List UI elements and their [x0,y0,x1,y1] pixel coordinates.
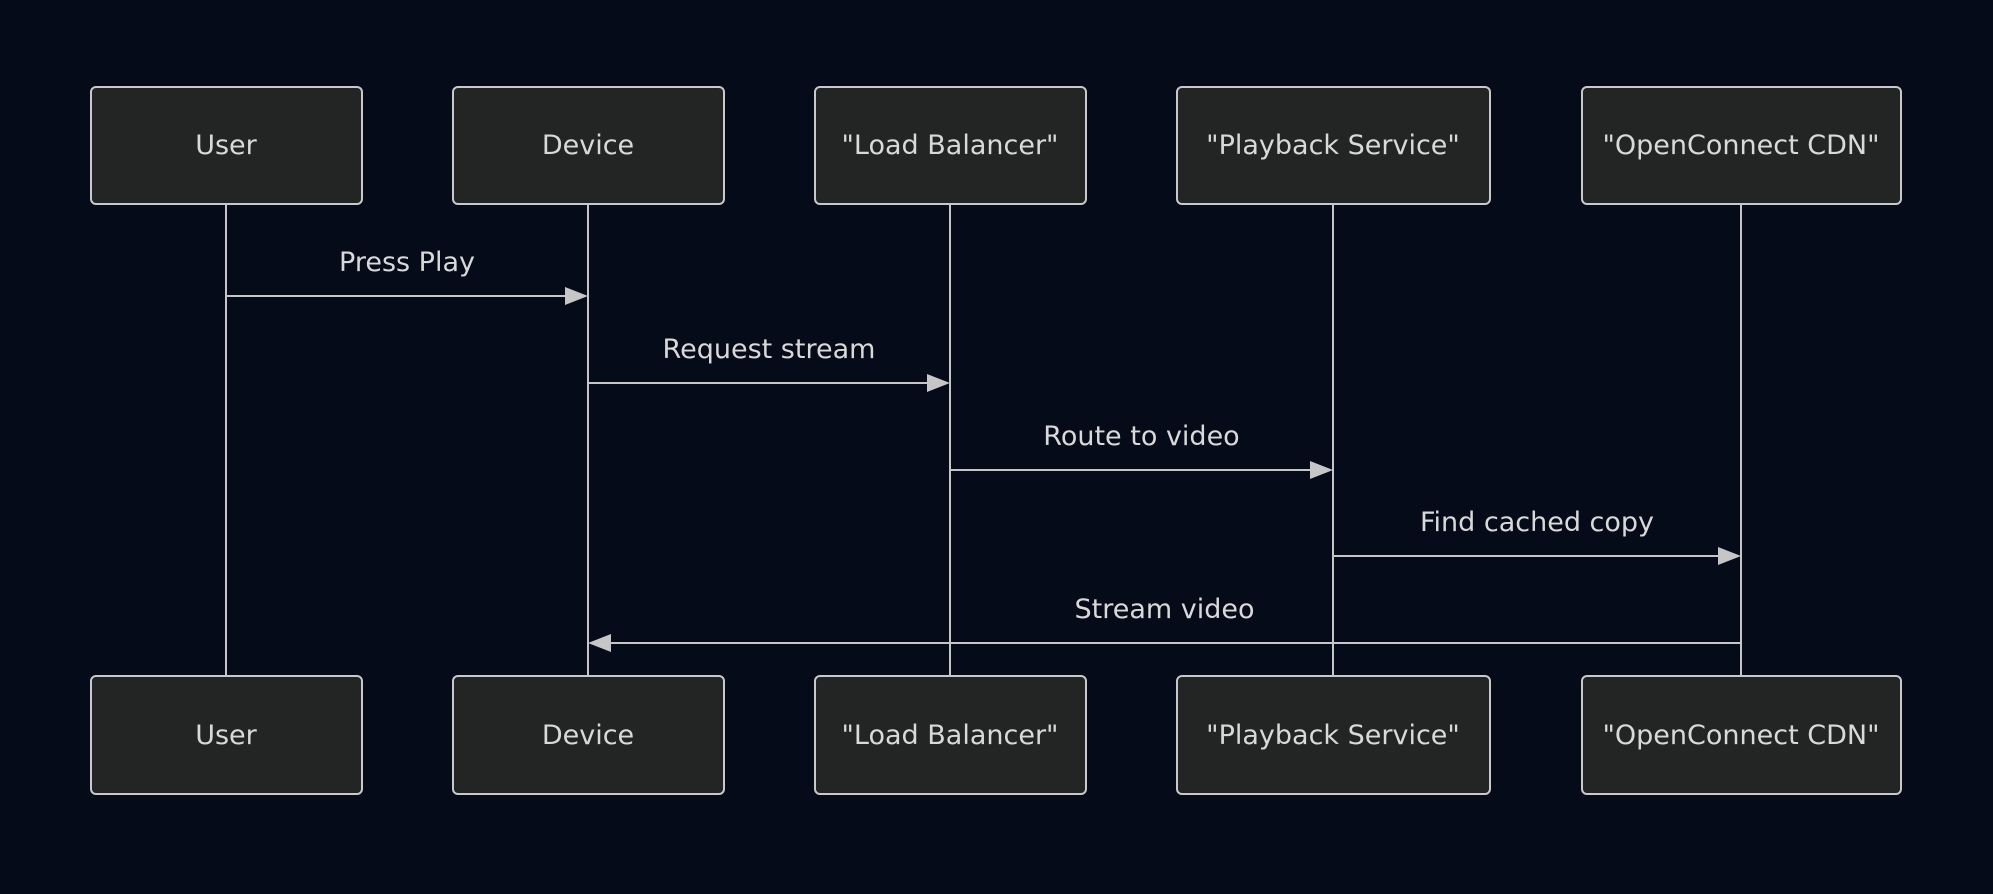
arrowhead-icon-0 [565,287,588,305]
message-label-4: Stream video [1074,594,1255,625]
actor-box-device-bottom: Device [451,675,725,795]
actor-label-device: Device [541,130,635,161]
actor-box-playback-service-top: "Playback Service" [1175,86,1491,205]
lifeline-load-balancer [949,205,951,675]
actor-box-playback-service-bottom: "Playback Service" [1175,675,1491,795]
lifeline-user [225,205,227,675]
lifeline-playback-service [1332,205,1334,675]
lifeline-openconnect-cdn [1740,205,1742,675]
message-line-1 [588,382,927,384]
actor-box-user-bottom: User [89,675,363,795]
actor-box-load-balancer-bottom: "Load Balancer" [813,675,1087,795]
message-label-1: Request stream [662,334,876,365]
actor-label-playback-service: "Playback Service" [1206,719,1460,751]
message-label-3: Find cached copy [1419,507,1655,538]
arrowhead-icon-3 [1718,547,1741,565]
message-label-0: Press Play [339,247,475,278]
actor-box-load-balancer-top: "Load Balancer" [813,86,1087,205]
actor-label-load-balancer: "Load Balancer" [841,130,1059,161]
actor-label-playback-service: "Playback Service" [1206,130,1460,161]
arrowhead-icon-4 [588,634,611,652]
actor-label-openconnect-cdn: "OpenConnect CDN" [1602,130,1880,161]
actor-label-user: User [195,130,257,161]
actor-label-load-balancer: "Load Balancer" [841,719,1059,751]
message-line-2 [950,469,1310,471]
actor-box-openconnect-cdn-top: "OpenConnect CDN" [1580,86,1902,205]
arrowhead-icon-1 [927,374,950,392]
actor-box-device-top: Device [451,86,725,205]
message-line-4 [611,642,1741,644]
actor-box-openconnect-cdn-bottom: "OpenConnect CDN" [1580,675,1902,795]
actor-label-device: Device [541,719,635,751]
actor-label-user: User [195,719,257,751]
message-label-2: Route to video [1043,421,1240,452]
actor-label-openconnect-cdn: "OpenConnect CDN" [1602,719,1880,751]
message-line-0 [226,295,565,297]
message-line-3 [1333,555,1718,557]
lifeline-device [587,205,589,675]
actor-box-user-top: User [89,86,363,205]
arrowhead-icon-2 [1310,461,1333,479]
